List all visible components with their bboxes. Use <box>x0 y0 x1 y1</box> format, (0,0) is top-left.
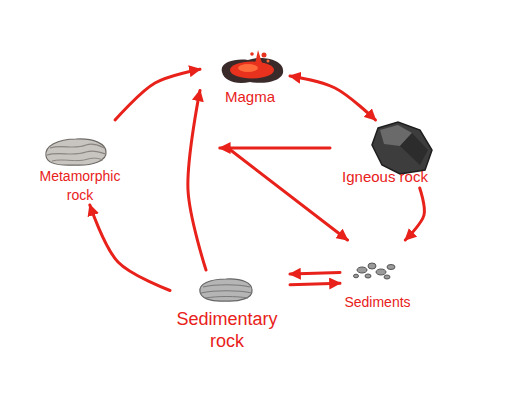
stage-label: Magma <box>210 88 290 106</box>
cycle-arrow <box>90 205 170 291</box>
rock-cycle-stage: Metamorphic rock <box>30 120 135 205</box>
stage-label-group: Metamorphic rock <box>30 167 130 205</box>
metamorphic-rock-icon <box>46 139 106 165</box>
igneous-rock-icon <box>372 122 432 174</box>
rock-cycle-stage: Sediments <box>340 240 415 312</box>
cycle-arrow <box>290 76 376 120</box>
sediments-icon <box>354 263 396 279</box>
cycle-arrow <box>220 146 330 149</box>
rock-cycle-stage: Igneous rock <box>330 120 460 188</box>
stage-label-group: Sediments <box>340 294 415 311</box>
stage-label-group: Igneous rock <box>330 168 440 186</box>
cycle-arrow <box>228 148 348 240</box>
magma-icon <box>222 50 283 83</box>
sedimentary-rock-icon <box>200 279 252 301</box>
cycle-arrow <box>405 188 424 240</box>
stage-label-group: Magma <box>210 88 290 106</box>
cycle-arrow <box>115 69 200 120</box>
cycle-arrow <box>188 90 206 270</box>
cycle-arrow <box>290 272 340 274</box>
rock-cycle-stage: Sedimentary rock <box>170 270 290 352</box>
stage-label: Igneous rock <box>330 168 440 186</box>
stage-label-group: Sedimentary rock <box>172 308 282 352</box>
cycle-arrow <box>290 283 340 285</box>
stage-label: Sediments <box>340 294 415 311</box>
stage-label: Metamorphic rock <box>30 167 130 205</box>
stage-label: Sedimentary rock <box>172 308 282 352</box>
rock-cycle-stage: Magma <box>200 52 290 148</box>
